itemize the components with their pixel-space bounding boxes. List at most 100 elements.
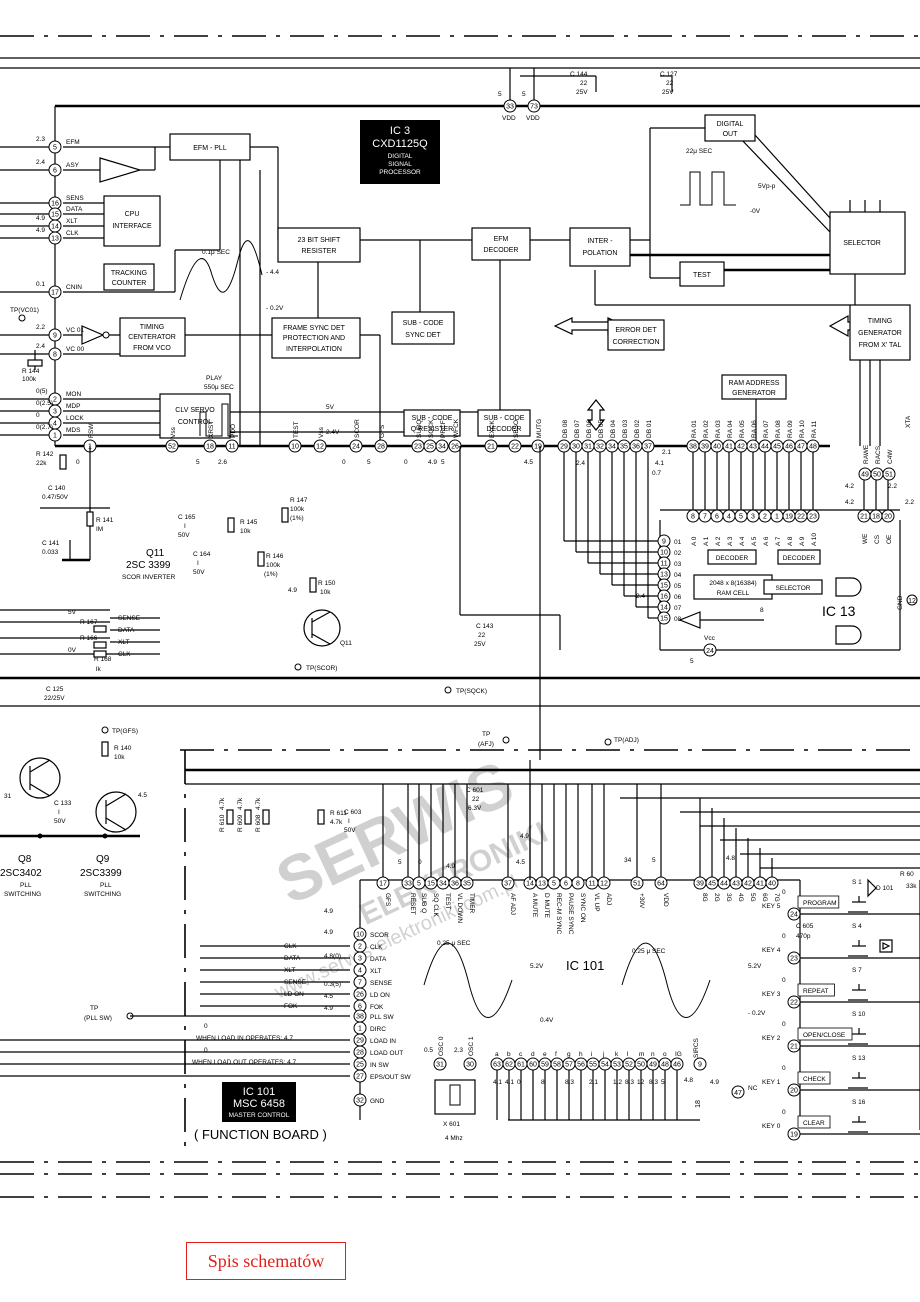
pin-number: 9 [662,539,666,546]
pin-number: 16 [51,201,59,208]
pin-voltage: 4.5 [524,459,533,466]
pin-label: A MUTE [531,893,538,918]
pin-number: 10 [356,932,364,939]
svg-text:R 141: R 141 [96,517,114,524]
pin-circle [353,1093,367,1107]
pin-label: A 1 [703,536,710,546]
svg-text:2.4V: 2.4V [326,429,340,436]
ic101-pin: 7 [353,975,367,989]
ic3-desc-1: DIGITAL [388,153,413,160]
svg-text:22k: 22k [36,460,47,467]
ic13-volts: 2.1 4.1 0.7 2.4 2.4 4.2 4.2 2.2 2.2 [576,449,914,600]
pin-label: PDO [230,424,237,438]
ic13-addr-pin: 6 [710,509,724,523]
svg-text:TP(ADJ): TP(ADJ) [614,737,639,744]
pin-number: 13 [538,881,546,888]
pin-label: XRST [208,421,215,438]
capacitor-label: 22 [580,80,588,87]
pin-voltage: 8 [541,1079,545,1086]
ic13-ram2: RAM CELL [717,590,750,597]
pin-label: EXCK [489,420,496,438]
svg-text:25V: 25V [474,641,486,648]
pin-label: RA 05 [739,420,746,438]
svg-text:R 168: R 168 [94,656,112,663]
pin-voltage: 2.1 [589,1079,598,1086]
key-switch[interactable]: S 4 [848,923,893,957]
ic101-pin: 25 [353,1057,367,1071]
ic13-vcc-volt: 5 [690,658,694,665]
svg-text:I: I [197,560,199,567]
ic3-db-pin: 31 [581,439,595,453]
pin-label: VC 01 [66,327,84,334]
capacitor-label: C 144 [570,71,588,78]
svg-text:2.1: 2.1 [662,449,671,456]
ic101-seg-pin: 49 [646,1057,660,1071]
pin-number: 19 [790,1132,798,1139]
pin-number: 23 [809,514,817,521]
svg-text:R 610: R 610 [219,814,226,832]
ic13-data-pin: 16 [657,589,671,603]
pin-label: RAWE [863,444,870,464]
svg-text:47: 47 [734,1090,742,1097]
svg-text:CLK: CLK [118,651,131,658]
pin-number: 28 [356,1050,364,1057]
ic101-seg-pin: 48 [658,1057,672,1071]
pin-voltage: 2.6 [218,459,227,466]
pin-number: 52 [168,444,176,451]
ic101-grid-pin: 45 [705,876,719,890]
svg-text:- 0.2V: - 0.2V [266,305,284,312]
pin-voltage: 2.3 [454,1047,463,1054]
ic13-gnd: GND [897,595,904,610]
svg-text:R 147: R 147 [290,497,308,504]
svg-text:0.7: 0.7 [652,470,661,477]
pin-voltage: 8.3 [625,1079,634,1086]
svg-text:4.7k: 4.7k [237,797,244,810]
ic3-pin: 22 [508,439,522,453]
ic13-data-pin: 10 [657,545,671,559]
spis-schematow-link[interactable]: Spis schematów [186,1242,346,1280]
svg-text:OUT: OUT [723,131,739,138]
pin-label: XLT [370,968,381,975]
pin-label: OE [886,534,893,544]
ic13-addr-pin: 22 [794,509,808,523]
pin-voltage: 5 [661,1079,665,1086]
switch-label: PROGRAM [803,900,837,907]
pin-number: 18 [872,514,880,521]
svg-text:23 BIT SHIFT: 23 BIT SHIFT [298,237,341,244]
svg-text:PLL: PLL [100,882,112,889]
pin-label: MUTG [536,419,543,438]
ic101-grid-pin: 43 [729,876,743,890]
pin-label: A 7 [775,536,782,546]
svg-text:C 141: C 141 [42,540,60,547]
pin-label: KEY 5 [762,903,781,910]
pin-number: 48 [809,444,817,451]
ic3-label-block: IC 3 CXD1125Q DIGITAL SIGNAL PROCESSOR [360,120,440,184]
pin-circle [225,439,239,453]
ic3-ra-pin: 45 [770,439,784,453]
pin-voltage: 4.1 [493,1079,502,1086]
pin-number: 51 [633,881,641,888]
q8-q9-area: Q8 2SC3402 PLL SWITCHING Q9 2SC3399 PLL … [0,726,147,1022]
pin-number: 32 [596,444,604,451]
pin-number: 34 [608,444,616,451]
pin-label: DB 01 [646,420,653,438]
pin-number: 9 [698,1062,702,1069]
ic13-bus: 8 [760,607,764,614]
svg-text:-0V: -0V [750,208,761,215]
pin-number: 6 [53,168,57,175]
ic101-misc [508,446,700,1121]
ic3-pin: 6 [48,163,62,177]
pin-voltage: 5 [441,459,445,466]
pin-label: KEY 4 [762,947,781,954]
pin-label: DATA [66,206,83,213]
pin-number: 48 [661,1062,669,1069]
